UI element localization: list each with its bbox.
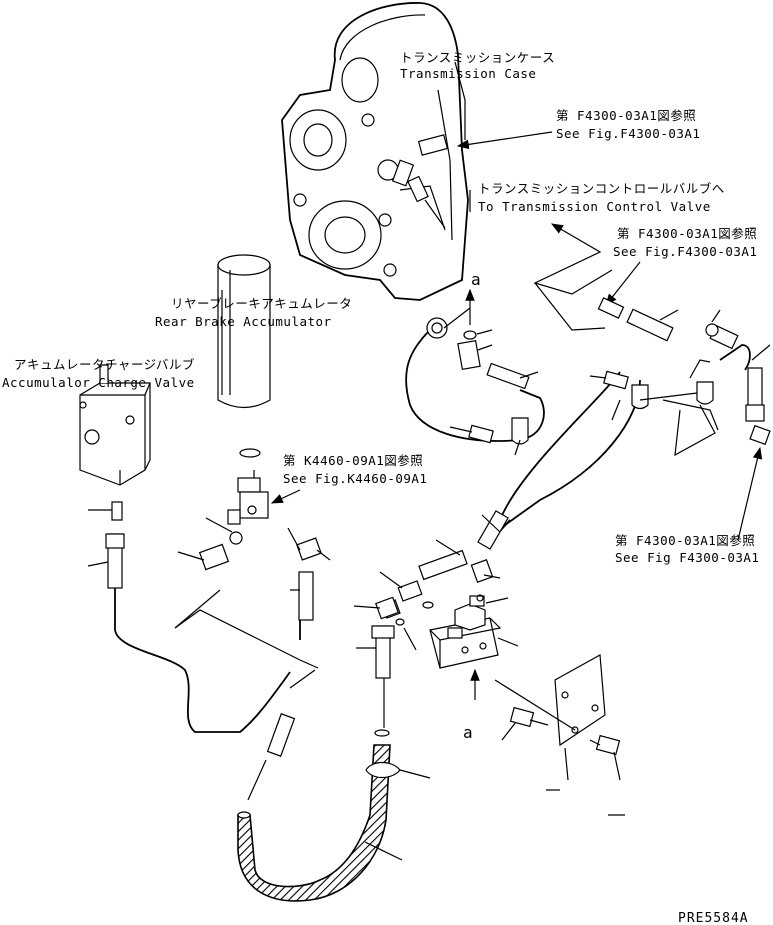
ref-fig-2-label-jp: 第 F4300-03A1図参照 [617, 226, 757, 241]
marker-a-top: a [471, 270, 481, 289]
rear-brake-accumulator [217, 254, 271, 409]
case-sensor-fitting [391, 134, 449, 229]
charge-valve-label-en: Accumulalor Charge Valve [2, 375, 195, 390]
rear-brake-label-jp: リヤーブレーキアキュムレータ [171, 296, 352, 311]
ref-fig-4-label-en: See Fig F4300-03A1 [615, 550, 759, 565]
accumulator-fitting [227, 448, 269, 525]
control-valve-label-jp: トランスミッションコントロールバルブへ [478, 181, 725, 196]
ref-fig-3-arrow [270, 489, 301, 504]
ref-fig-4-label-jp: 第 F4300-03A1図参照 [615, 533, 755, 548]
drawing-code: PRE5584A [678, 911, 749, 925]
mounting-bracket [494, 654, 625, 816]
marker-a-bottom: a [463, 723, 473, 742]
ref-fig-2-label-en: See Fig.F4300-03A1 [613, 244, 757, 259]
ref-fig-1-arrow [456, 131, 553, 150]
charge-valve-hose [87, 501, 319, 733]
control-block-manifold [353, 510, 519, 669]
accumulator-charge-valve [79, 364, 151, 486]
lower-left-hoses [237, 527, 431, 902]
ref-fig-1-label-en: See Fig.F4300-03A1 [556, 126, 700, 141]
rear-brake-label-en: Rear Brake Accumulator [155, 314, 332, 329]
control-valve-pointer [533, 223, 613, 295]
upper-right-piping [405, 297, 771, 526]
ref-fig-3-label-en: See Fig.K4460-09A1 [283, 471, 427, 486]
transmission-case-label-en: Transmission Case [400, 66, 536, 81]
ref-fig-4-arrow [737, 446, 763, 541]
ref-fig-2-arrow [605, 261, 641, 306]
transmission-case-label-jp: トランスミッションケース [400, 50, 555, 65]
control-valve-label-en: To Transmission Control Valve [478, 199, 711, 214]
charge-valve-label-jp: アキュムレータチャージバルブ [14, 357, 195, 372]
ref-fig-1-label-jp: 第 F4300-03A1図参照 [556, 108, 696, 123]
transmission-case [281, 2, 469, 301]
ref-fig-3-label-jp: 第 K4460-09A1図参照 [283, 453, 423, 468]
